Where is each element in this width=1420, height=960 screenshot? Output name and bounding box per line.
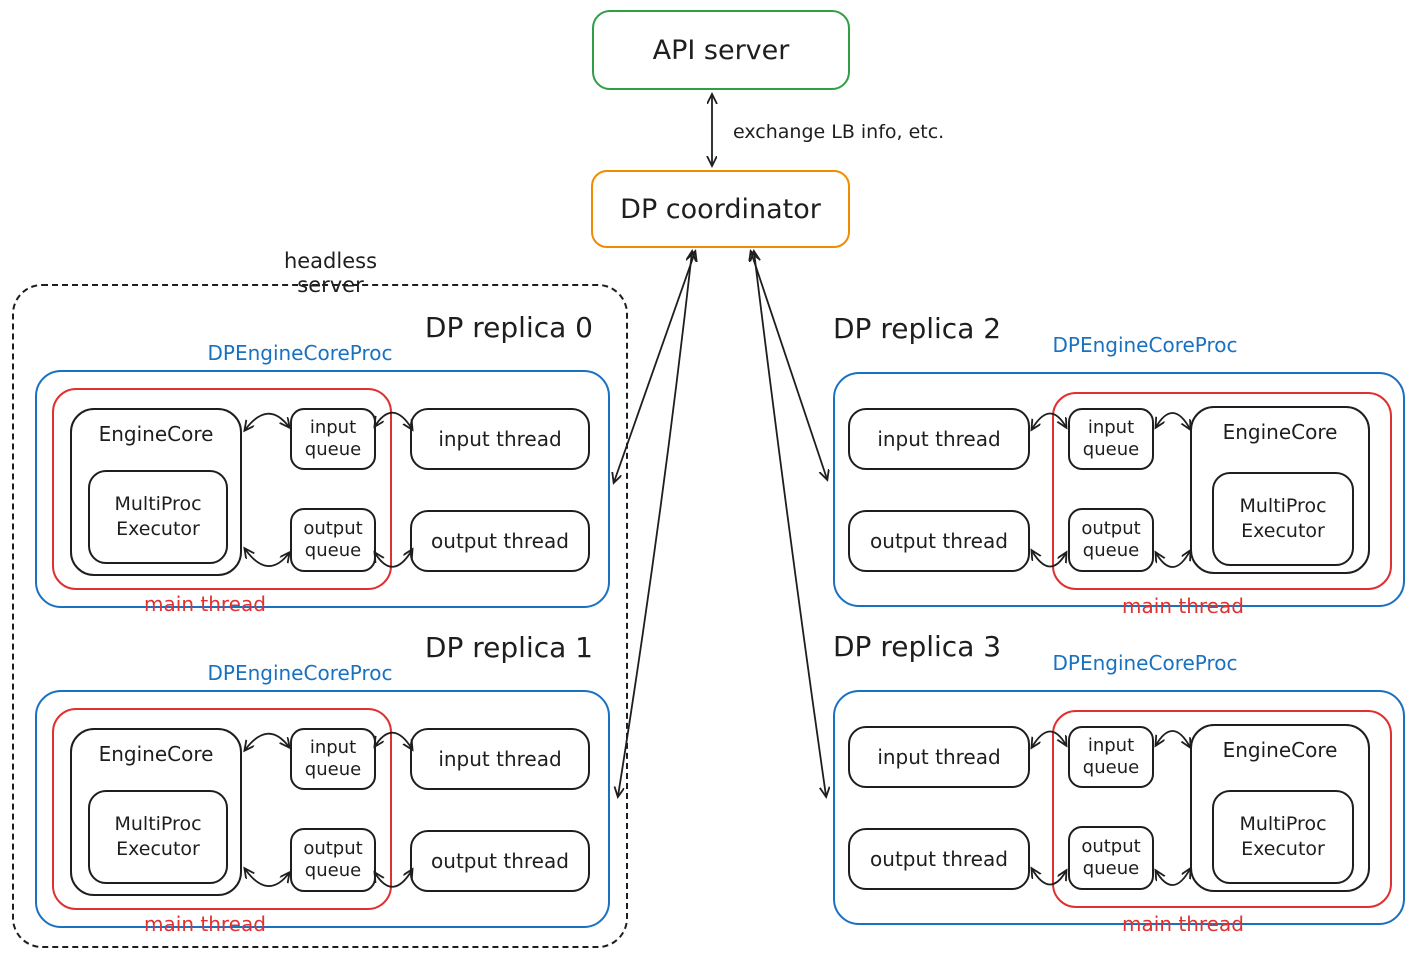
arrow-coordinator-replica-2 <box>751 252 827 479</box>
multiproc-executor-box: MultiProc Executor <box>88 790 228 884</box>
input-queue-box: input queue <box>1068 408 1154 470</box>
multiproc-executor-box: MultiProc Executor <box>1212 790 1354 884</box>
dp-replica-1: DP replica 1 DPEngineCoreProc EngineCore… <box>35 625 610 937</box>
output-queue-box: output queue <box>1068 508 1154 572</box>
engine-core-label: EngineCore <box>1222 738 1338 762</box>
input-thread-box: input thread <box>848 408 1030 470</box>
output-thread-box: output thread <box>410 830 590 892</box>
dp-engine-core-proc-label: DPEngineCoreProc <box>207 661 393 685</box>
main-thread-box <box>1052 710 1392 908</box>
dp-engine-core-proc-box <box>35 370 610 608</box>
main-thread-label: main thread <box>1122 912 1244 936</box>
main-thread-label: main thread <box>1122 594 1244 618</box>
engine-core-label: EngineCore <box>1222 420 1338 444</box>
main-thread-label: main thread <box>144 592 266 616</box>
arrow-coordinator-replica-1 <box>618 252 692 796</box>
dp-engine-core-proc-label: DPEngineCoreProc <box>207 341 393 365</box>
arrow-coordinator-replica-3 <box>754 252 826 796</box>
dp-replica-2: DP replica 2 DPEngineCoreProc EngineCore… <box>833 307 1405 619</box>
main-thread-box <box>1052 392 1392 590</box>
output-queue-box: output queue <box>290 828 376 892</box>
exchange-lb-info-label: exchange LB info, etc. <box>733 121 945 143</box>
api-server-label: API server <box>652 34 790 66</box>
replica-title: DP replica 0 <box>424 311 593 344</box>
output-thread-box: output thread <box>848 828 1030 890</box>
replica-title: DP replica 3 <box>833 630 1002 663</box>
dp-engine-core-proc-box <box>35 690 610 928</box>
api-server-box: API server <box>592 10 850 90</box>
replica-title: DP replica 2 <box>833 312 1002 345</box>
output-queue-box: output queue <box>1068 826 1154 890</box>
input-queue-box: input queue <box>290 408 376 470</box>
dp-engine-core-proc-box <box>833 690 1405 925</box>
input-queue-box: input queue <box>1068 726 1154 788</box>
dp-coordinator-label: DP coordinator <box>620 193 821 225</box>
engine-core-box: EngineCore MultiProc Executor <box>1190 406 1370 574</box>
engine-core-label: EngineCore <box>98 422 214 446</box>
dp-replica-3: DP replica 3 DPEngineCoreProc EngineCore… <box>833 625 1405 937</box>
dp-engine-core-proc-label: DPEngineCoreProc <box>1052 651 1238 675</box>
input-thread-box: input thread <box>410 728 590 790</box>
input-thread-box: input thread <box>848 726 1030 788</box>
multiproc-executor-box: MultiProc Executor <box>1212 472 1354 566</box>
dp-engine-core-proc-box <box>833 372 1405 607</box>
engine-core-box: EngineCore MultiProc Executor <box>70 728 242 896</box>
dp-engine-core-proc-label: DPEngineCoreProc <box>1052 333 1238 357</box>
main-thread-box <box>52 388 392 590</box>
replica-title: DP replica 1 <box>424 631 593 664</box>
engine-core-box: EngineCore MultiProc Executor <box>1190 724 1370 892</box>
main-thread-box <box>52 708 392 910</box>
main-thread-label: main thread <box>144 912 266 936</box>
output-thread-box: output thread <box>848 510 1030 572</box>
engine-core-box: EngineCore MultiProc Executor <box>70 408 242 576</box>
input-queue-box: input queue <box>290 728 376 790</box>
dp-replica-0: DP replica 0 DPEngineCoreProc EngineCore… <box>35 305 610 617</box>
dp-coordinator-box: DP coordinator <box>591 170 850 248</box>
multiproc-executor-box: MultiProc Executor <box>88 470 228 564</box>
output-queue-box: output queue <box>290 508 376 572</box>
engine-core-label: EngineCore <box>98 742 214 766</box>
output-thread-box: output thread <box>410 510 590 572</box>
input-thread-box: input thread <box>410 408 590 470</box>
